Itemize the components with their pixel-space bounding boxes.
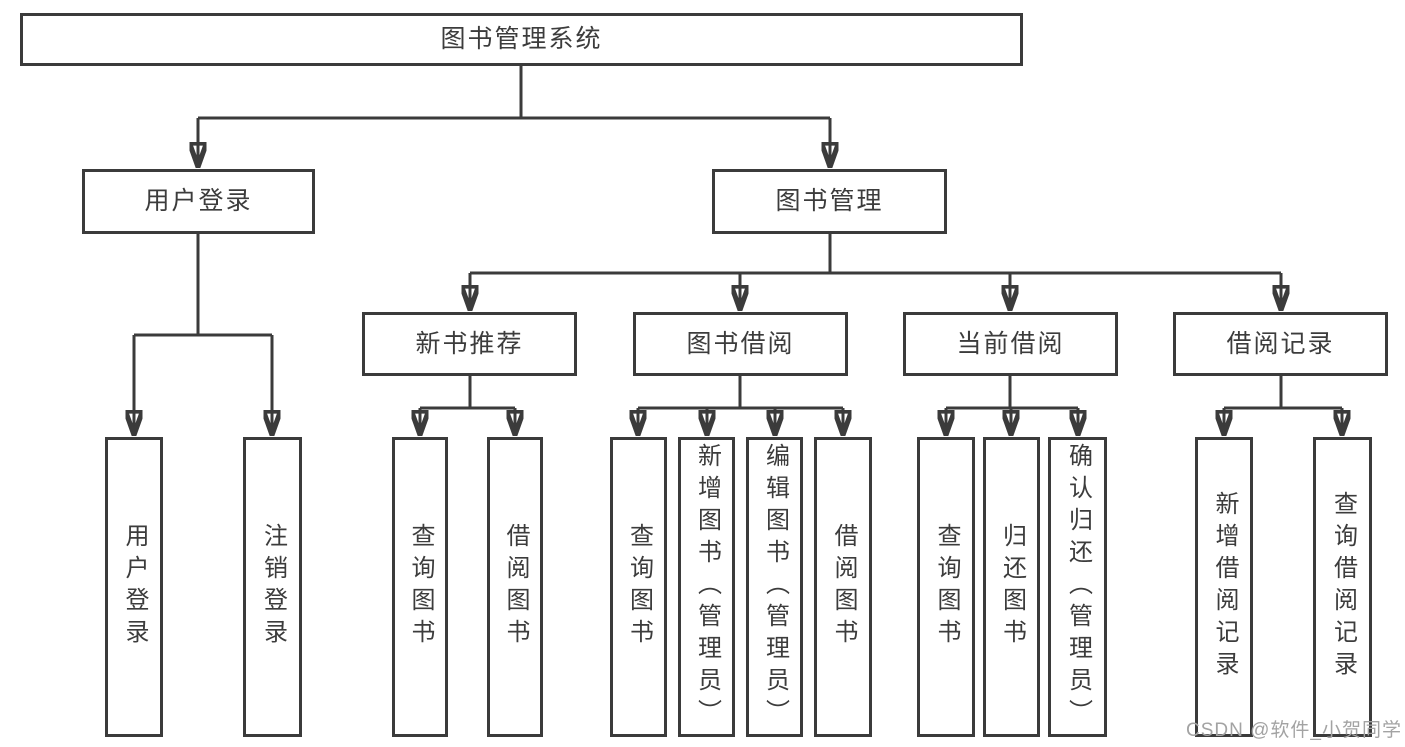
node-borrow-record: 借阅记录 (1173, 312, 1388, 376)
node-current-borrow: 当前借阅 (903, 312, 1118, 376)
watermark: CSDN @软件_小贺同学 (1186, 720, 1402, 741)
node-leaf-logout: 注销登录 (243, 437, 302, 737)
node-user-login: 用户登录 (82, 169, 315, 234)
node-new-book-rec: 新书推荐 (362, 312, 577, 376)
node-bb-borrow-books: 借阅图书 (814, 437, 872, 737)
node-rec-borrow-books: 借阅图书 (487, 437, 543, 737)
node-br-add-record: 新增借阅记录 (1195, 437, 1253, 737)
node-bb-query-books: 查询图书 (610, 437, 667, 737)
node-cb-query-books: 查询图书 (917, 437, 975, 737)
node-root: 图书管理系统 (20, 13, 1023, 66)
node-br-query-record: 查询借阅记录 (1313, 437, 1372, 737)
node-leaf-user-login: 用户登录 (105, 437, 163, 737)
node-bb-add-books-admin: 新增图书（管理员） (678, 437, 735, 737)
node-cb-return-books: 归还图书 (983, 437, 1040, 737)
node-book-mgmt: 图书管理 (712, 169, 947, 234)
node-book-borrow: 图书借阅 (633, 312, 848, 376)
node-cb-confirm-return-admin: 确认归还（管理员） (1048, 437, 1107, 737)
node-rec-query-books: 查询图书 (392, 437, 448, 737)
node-bb-edit-books-admin: 编辑图书（管理员） (746, 437, 803, 737)
